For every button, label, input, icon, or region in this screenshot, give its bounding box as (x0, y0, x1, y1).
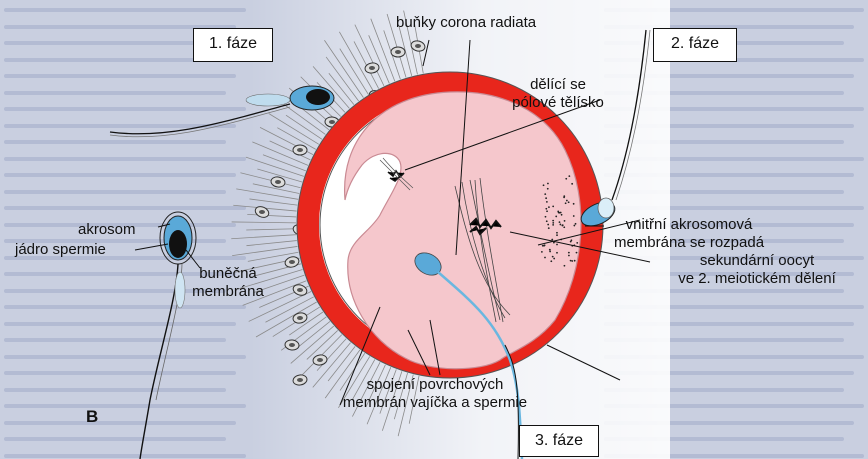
corona-cell-nucleus (289, 343, 295, 347)
label-cell-membrane: buněčná membrána (183, 265, 273, 301)
label-corona-radiata: buňky corona radiata (396, 14, 536, 32)
enzyme-dot (547, 183, 549, 185)
enzyme-dot (561, 225, 563, 227)
enzyme-dot (551, 239, 553, 241)
enzyme-dot (552, 220, 554, 222)
label-akrosom: akrosom (78, 221, 136, 239)
enzyme-dot (561, 214, 563, 216)
enzyme-dot (545, 216, 547, 218)
label-oocyte-line1: sekundární oocyt (652, 252, 862, 270)
enzyme-dot (575, 223, 577, 225)
enzyme-dot (566, 200, 568, 202)
enzyme-dot (548, 206, 550, 208)
enzyme-dot (550, 260, 552, 262)
enzyme-dot (544, 257, 546, 259)
corona-cell-nucleus (289, 260, 295, 264)
enzyme-dot (549, 251, 551, 253)
enzyme-dot (548, 227, 550, 229)
enzyme-dot (565, 178, 567, 180)
enzyme-dot (556, 244, 558, 246)
label-membrane-line1: buněčná (183, 265, 273, 283)
corona-cell-nucleus (329, 120, 335, 124)
enzyme-dot (576, 242, 578, 244)
corona-cell-nucleus (297, 288, 303, 292)
label-panel-b: B (86, 408, 98, 426)
enzyme-dot (553, 258, 555, 260)
enzyme-dot (546, 201, 548, 203)
enzyme-dot (574, 260, 576, 262)
label-inner-acro-line1: vnitřní akrosomová (604, 216, 774, 234)
enzyme-dot (559, 224, 561, 226)
enzyme-dot (573, 203, 575, 205)
enzyme-dot (559, 221, 561, 223)
enzyme-dot (543, 184, 545, 186)
enzyme-dot (564, 265, 566, 267)
enzyme-dot (552, 224, 554, 226)
label-secondary-oocyte: sekundární oocyt ve 2. meiotickém dělení (652, 252, 862, 288)
label-inner-acrosome: vnitřní akrosomová membrána se rozpadá (604, 216, 774, 252)
phase2-box: 2. fáze (653, 28, 737, 62)
enzyme-dot (573, 225, 575, 227)
enzyme-dot (565, 202, 567, 204)
enzyme-dot (563, 226, 565, 228)
corona-cell-nucleus (415, 44, 421, 48)
enzyme-dot (545, 208, 547, 210)
enzyme-dot (568, 255, 570, 257)
enzyme-dot (571, 260, 573, 262)
enzyme-dot (570, 260, 572, 262)
enzyme-dot (544, 193, 546, 195)
enzyme-dot (568, 252, 570, 254)
enzyme-dot (570, 241, 572, 243)
label-inner-acro-line2: membrána se rozpadá (604, 234, 774, 252)
enzyme-dot (555, 216, 557, 218)
sperm-panel-b (140, 212, 196, 459)
enzyme-dot (573, 215, 575, 217)
enzyme-dot (557, 211, 559, 213)
corona-cell-nucleus (395, 50, 401, 54)
enzyme-dot (564, 220, 566, 222)
enzyme-dot (556, 252, 558, 254)
corona-cell-nucleus (317, 358, 323, 362)
enzyme-dot (552, 256, 554, 258)
corona-cell-nucleus (369, 66, 375, 70)
label-fusion-line2: membrán vajíčka a spermie (325, 394, 545, 412)
enzyme-dot (556, 232, 558, 234)
enzyme-dot (547, 224, 549, 226)
phase1-box: 1. fáze (193, 28, 273, 62)
label-dividing-line1: dělící se (493, 76, 623, 94)
enzyme-dot (563, 196, 565, 198)
label-fusion-line1: spojení povrchových (325, 376, 545, 394)
label-dividing-line2: pólové tělísko (493, 94, 623, 112)
label-nucleus: jádro spermie (15, 241, 106, 259)
enzyme-dot (552, 222, 554, 224)
corona-cell-nucleus (297, 148, 303, 152)
label-membrane-fusion: spojení povrchových membrán vajíčka a sp… (325, 376, 545, 412)
corona-cell-nucleus (297, 316, 303, 320)
enzyme-dot (568, 175, 570, 177)
corona-cell-nucleus (259, 210, 265, 214)
label-dividing-polar-body: dělící se pólové tělísko (493, 76, 623, 112)
enzyme-dot (541, 251, 543, 253)
enzyme-dot (568, 201, 570, 203)
phase3-box: 3. fáze (519, 425, 599, 457)
label-membrane-line2: membrána (183, 283, 273, 301)
enzyme-dot (546, 210, 548, 212)
enzyme-dot (552, 205, 554, 207)
oocyte-cytoplasm (345, 92, 581, 369)
label-oocyte-line2: ve 2. meiotickém dělení (652, 270, 862, 288)
enzyme-dot (556, 234, 558, 236)
enzyme-dot (542, 245, 544, 247)
enzyme-dot (546, 220, 548, 222)
corona-cell-nucleus (275, 180, 281, 184)
enzyme-dot (576, 252, 578, 254)
enzyme-dot (549, 249, 551, 251)
enzyme-dot (545, 197, 547, 199)
enzyme-dot (571, 183, 573, 185)
enzyme-dot (560, 212, 562, 214)
corona-cell-nucleus (297, 378, 303, 382)
enzyme-dot (547, 188, 549, 190)
